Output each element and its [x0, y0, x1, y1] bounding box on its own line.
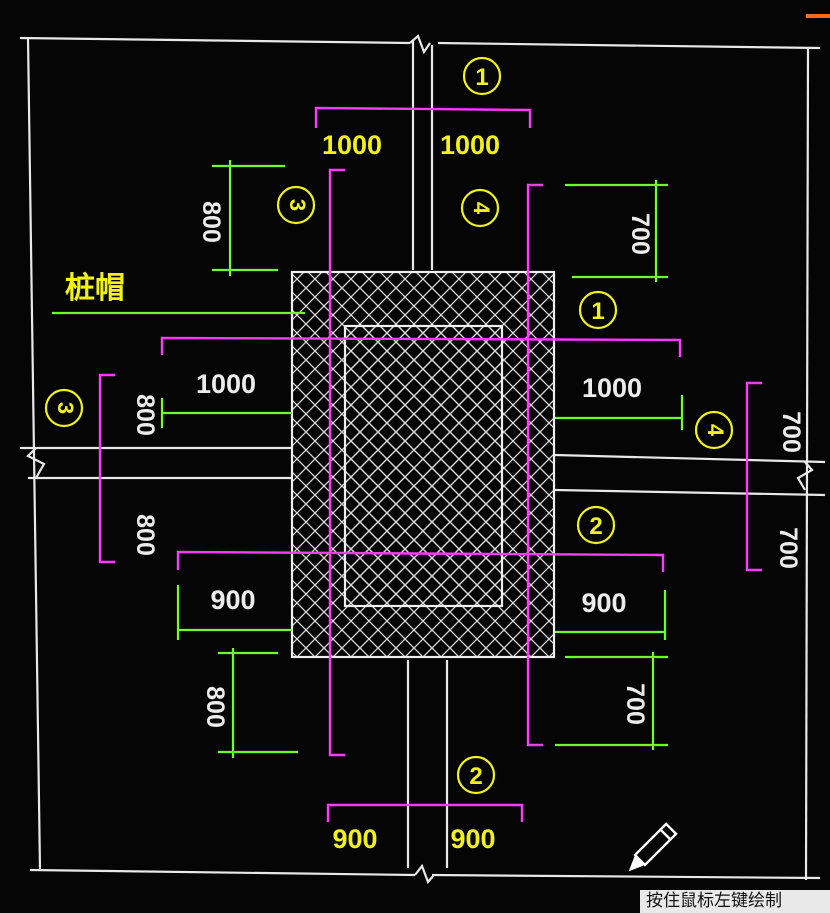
- dim-800-left-b: 800: [131, 514, 159, 556]
- circle-1-right-text: 1: [591, 298, 604, 325]
- circle-4-right-text: 4: [703, 424, 728, 437]
- grid-circles: [44, 56, 734, 795]
- green-dimension-lines: [52, 160, 684, 758]
- top-circle-1-text: 1: [475, 64, 488, 91]
- circle-2-right-text: 2: [589, 513, 602, 540]
- dim-700-right-a: 700: [777, 411, 805, 453]
- dim-700-right-b: 700: [774, 527, 802, 569]
- dim-700-upper-right: 700: [626, 213, 654, 255]
- pencil-icon: [628, 822, 678, 872]
- dim-800-upper-left: 800: [197, 201, 225, 243]
- dim-1000-left: 1000: [196, 369, 256, 399]
- label-pile-cap: 桩帽: [65, 271, 125, 305]
- bottom-dim-right-text: 900: [450, 824, 495, 854]
- dim-800-left-a: 800: [131, 394, 159, 436]
- bottom-dim-left-text: 900: [332, 824, 377, 854]
- dim-900-left: 900: [210, 585, 255, 615]
- magenta-dimension-lines: [98, 106, 762, 822]
- status-hint: 按住鼠标左键绘制: [640, 890, 830, 913]
- outline-lines: [19, 34, 826, 885]
- circle-3-upper-text: 3: [285, 199, 310, 211]
- top-dim-right-text: 1000: [440, 130, 500, 160]
- dim-900-right: 900: [581, 588, 626, 618]
- top-dim-left-text: 1000: [322, 130, 382, 160]
- dim-800-lower-left: 800: [201, 686, 229, 728]
- pile-cap-inner[interactable]: [343, 324, 504, 608]
- circle-4-upper-text: 4: [469, 202, 494, 215]
- circle-3-left-text: 3: [53, 402, 78, 414]
- bottom-circle-2-text: 2: [469, 763, 482, 790]
- window-accent-mark: [806, 14, 830, 18]
- dim-1000-right: 1000: [582, 373, 642, 403]
- dim-700-lower-right: 700: [621, 683, 649, 725]
